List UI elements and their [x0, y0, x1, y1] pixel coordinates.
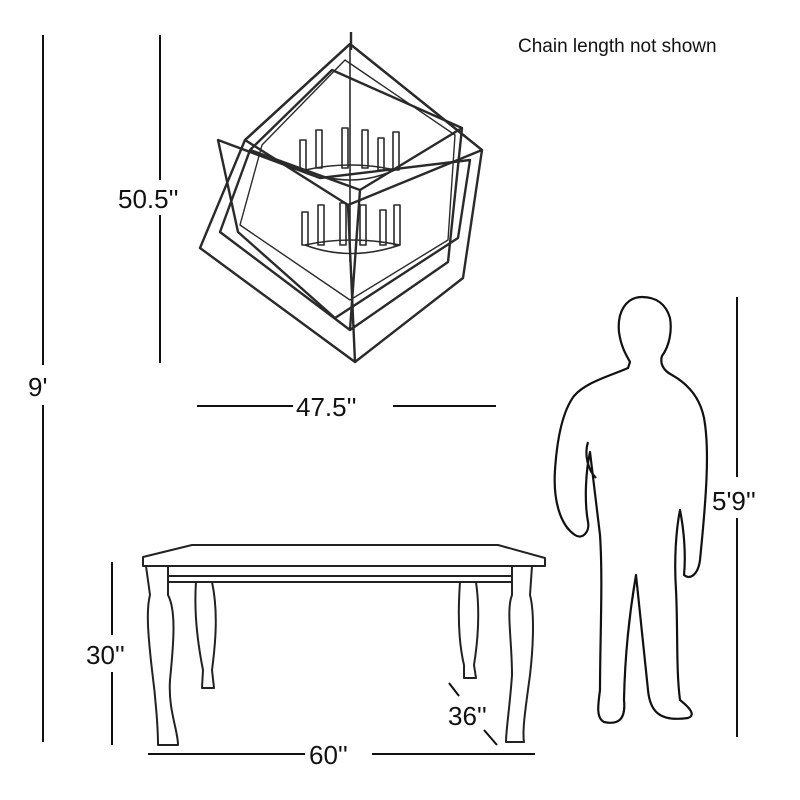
- fixture-width-label: 47.5'': [296, 392, 357, 422]
- fixture-height-dimension: 50.5'': [118, 35, 179, 363]
- table-leg-front-right: [505, 565, 534, 743]
- overall-height-label: 9': [28, 372, 47, 402]
- inner-cube-edge-a: [249, 126, 463, 192]
- lower-candle-tier: [301, 202, 401, 255]
- candle-icon: [392, 131, 400, 171]
- outer-cube-top-face: [243, 42, 484, 207]
- table-length-dimension: 60'': [148, 740, 535, 770]
- table-leg-back-right: [457, 581, 480, 679]
- candle-icon: [341, 127, 349, 169]
- person-height-dimension: 5'9'': [712, 297, 756, 737]
- table-depth-line-bottom: [483, 729, 498, 746]
- candle-icon: [315, 129, 323, 169]
- inner-frame: [239, 59, 456, 301]
- table-length-label: 60'': [309, 740, 348, 770]
- fixture-width-dimension: 47.5'': [197, 392, 496, 422]
- upper-candle-tier: [299, 127, 400, 181]
- candle-icon: [299, 139, 307, 171]
- inner-cube-back: [216, 138, 472, 320]
- upper-candle-arms: [304, 164, 396, 181]
- person-silhouette: [553, 295, 709, 724]
- person-outline: [553, 295, 709, 724]
- table-height-label: 30'': [86, 640, 125, 670]
- dining-table-illustration: [142, 544, 546, 746]
- candle-icon: [377, 137, 385, 171]
- inner-cube-edge-b: [348, 189, 362, 331]
- candle-icon: [361, 129, 369, 169]
- outer-cube-inner-edge: [346, 204, 357, 363]
- candle-icon: [339, 202, 347, 246]
- person-height-label: 5'9'': [712, 486, 756, 516]
- table-leg-front-left: [145, 565, 179, 746]
- chain-length-note: Chain length not shown: [518, 36, 717, 57]
- table-leg-back-left: [194, 581, 217, 689]
- candle-icon: [301, 211, 309, 246]
- table-apron: [167, 565, 513, 583]
- chandelier-illustration: [198, 32, 484, 364]
- table-depth-label: 36'': [448, 701, 487, 731]
- candle-icon: [379, 209, 387, 246]
- overall-height-dimension: 9': [28, 35, 47, 742]
- candle-icon: [359, 204, 367, 246]
- lower-candle-arms: [304, 239, 401, 255]
- candle-icon: [317, 204, 325, 246]
- table-top: [142, 544, 546, 567]
- person-arm-gap: [585, 441, 597, 479]
- candle-icon: [393, 204, 401, 246]
- table-height-dimension: 30'': [86, 562, 125, 745]
- fixture-height-label: 50.5'': [118, 184, 179, 214]
- table-depth-line-top: [448, 682, 460, 697]
- table-depth-dimension: 36'': [448, 682, 498, 746]
